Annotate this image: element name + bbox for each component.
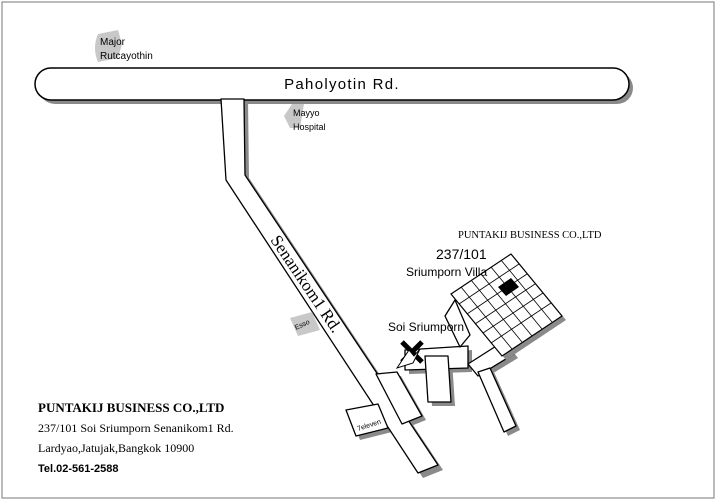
sriumporn-villa-building (450, 253, 566, 360)
road-network (220, 98, 517, 474)
esso-marker-icon (290, 312, 320, 336)
senanikom1-road (220, 98, 439, 474)
target-unit (498, 278, 519, 296)
soi-south-road (477, 367, 517, 433)
address-phone: Tel.02-561-2588 (38, 463, 119, 475)
address-company: PUNTAKIJ BUSINESS CO.,LTD (38, 400, 224, 415)
hospital-marker-icon (284, 104, 304, 128)
hospital-label: Mayyo Hospital (293, 108, 326, 132)
paholyotin-label: Paholyotin Rd. (284, 76, 400, 93)
hospital-label-line1: Mayyo (293, 108, 320, 118)
major-marker-icon (95, 30, 122, 62)
soi-sriumporn-label: Soi Sriumporn (388, 320, 464, 334)
major-label-line1: Major (100, 37, 126, 48)
soi-north-road (444, 299, 471, 348)
building-number: 237/101 (436, 246, 487, 262)
major-label-line2: Rutcayothin (100, 51, 153, 62)
address-line2: Lardyao,Jatujak,Bangkok 10900 (38, 441, 194, 455)
address-line1: 237/101 Soi Sriumporn Senanikom1 Rd. (38, 421, 234, 435)
road-shadows (39, 72, 633, 478)
soi-branch (375, 371, 423, 425)
major-label: Major Rutcayothin (100, 37, 153, 62)
hospital-label-line2: Hospital (293, 122, 326, 132)
arrow-pointer-icon (395, 340, 424, 369)
soi-spur (424, 355, 452, 403)
building-company-label: PUNTAKIJ BUSINESS CO.,LTD (458, 230, 602, 241)
seven-eleven-lot (345, 403, 389, 437)
paholyotin-road (34, 67, 630, 101)
building-name: Sriumporn Villa (406, 265, 487, 279)
